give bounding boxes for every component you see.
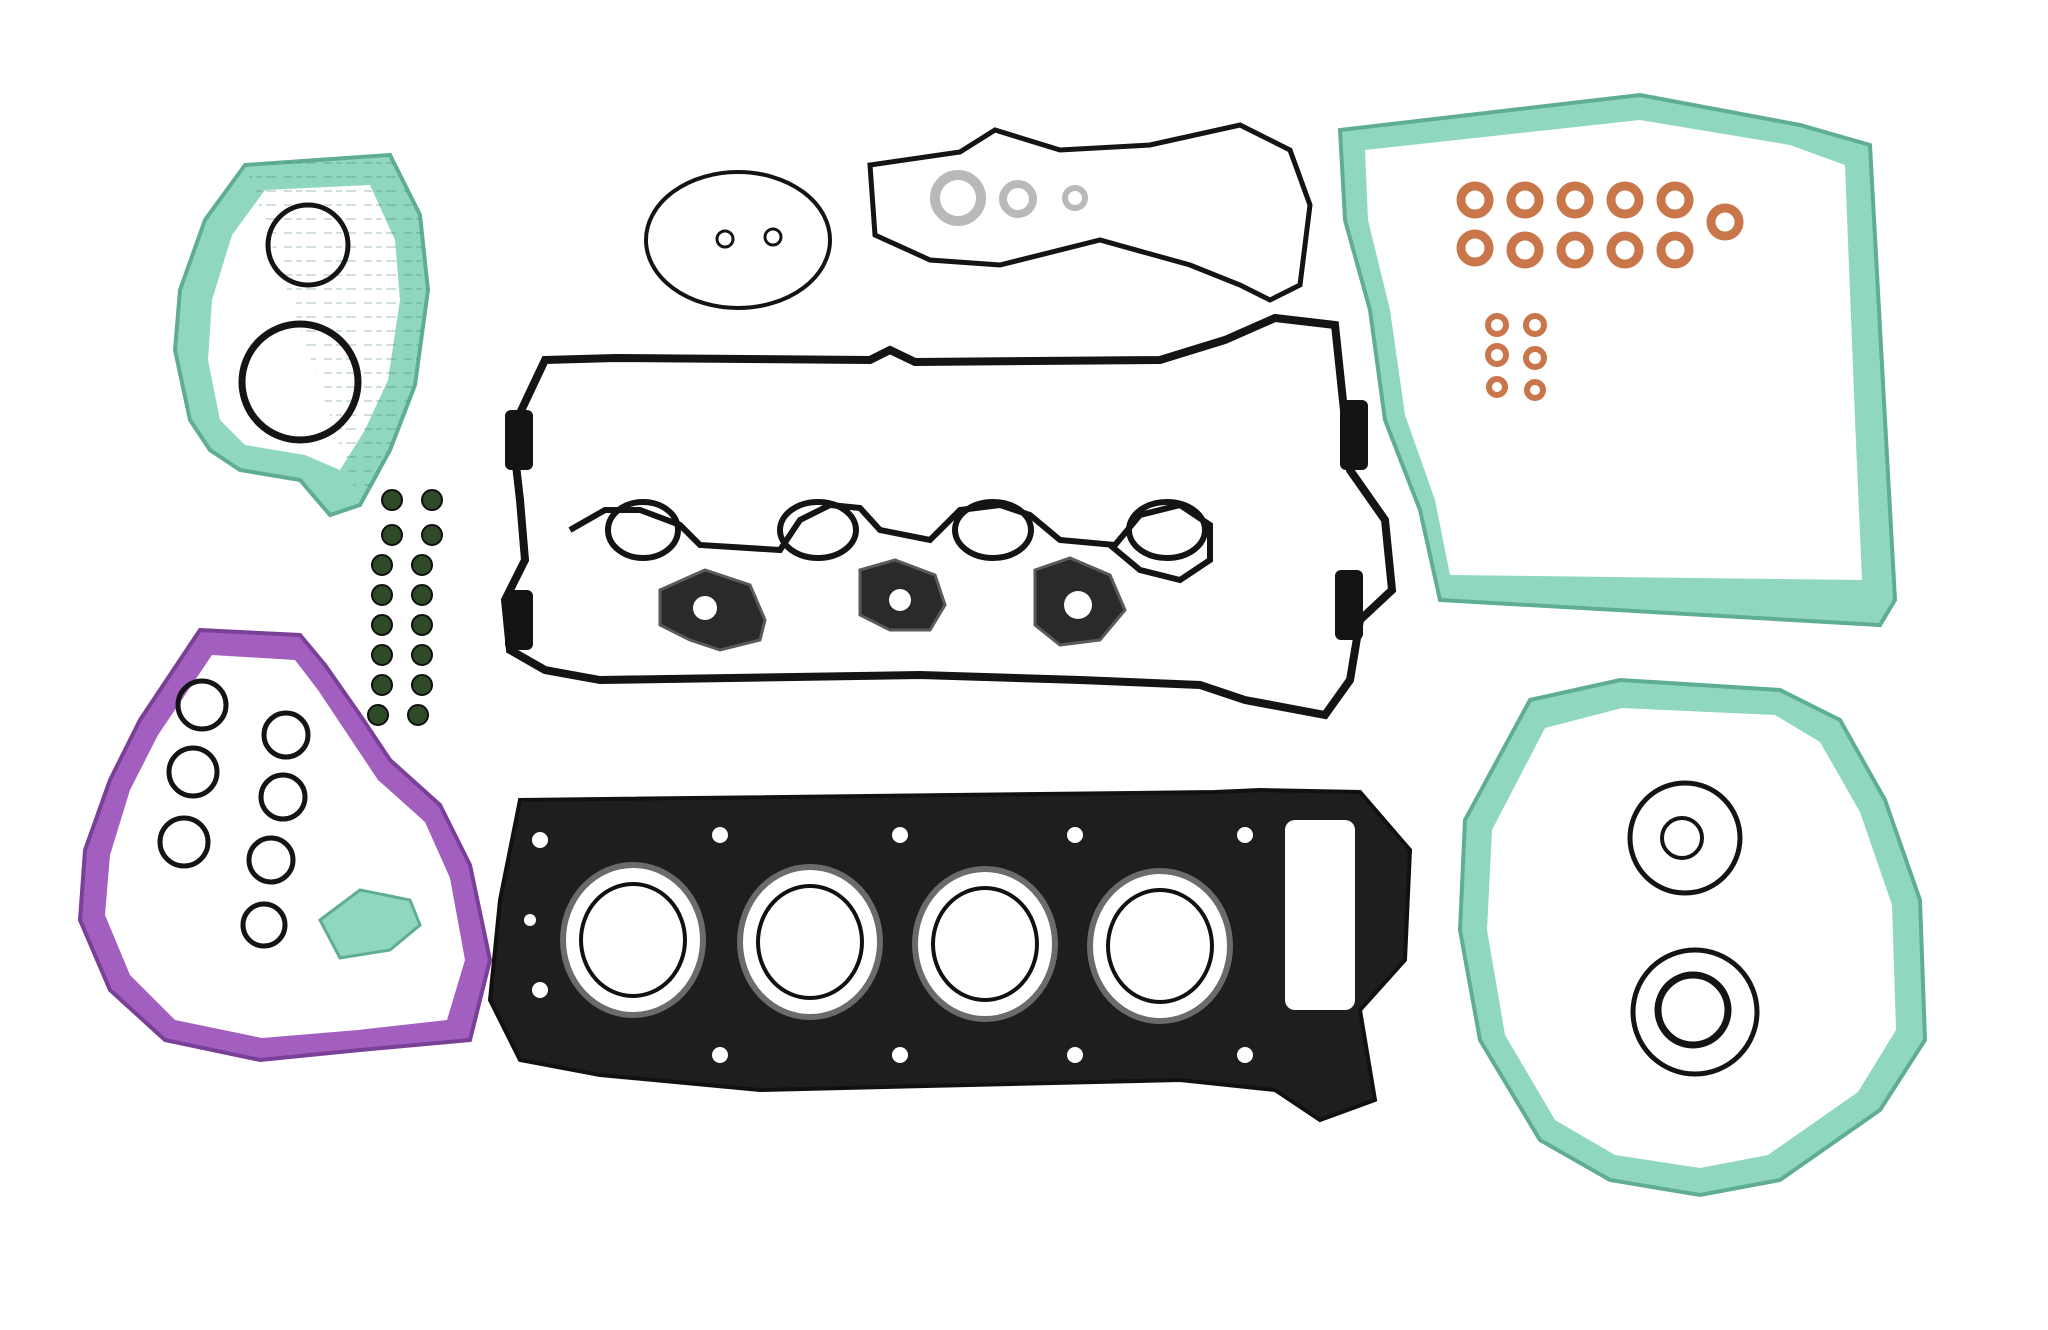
small-o-ring	[763, 227, 783, 247]
intake-gasket-set	[658, 556, 1127, 652]
copper-washer	[1656, 231, 1694, 269]
o-ring	[1660, 816, 1704, 860]
copper-washer-grid	[1456, 181, 1744, 269]
o-ring	[238, 320, 362, 444]
o-ring	[240, 901, 288, 949]
copper-washer	[1606, 231, 1644, 269]
copper-washer	[1556, 231, 1594, 269]
small-green-gasket	[318, 888, 422, 960]
o-ring	[166, 745, 220, 799]
round-cover-o-ring-set	[644, 170, 832, 310]
small-copper-washers	[1485, 313, 1547, 401]
copper-washer	[1456, 181, 1494, 219]
grommet	[1335, 570, 1363, 640]
left-purple-cover-gasket	[77, 627, 493, 1063]
bolt-holes	[524, 827, 1253, 1063]
o-ring	[644, 170, 832, 310]
copper-washer	[1456, 229, 1494, 267]
copper-washer	[1656, 181, 1694, 219]
plug-hole-seal	[1126, 499, 1208, 561]
o-ring	[265, 202, 351, 288]
valve-cover-outline	[500, 313, 1397, 720]
o-ring	[157, 815, 211, 869]
right-crankcase-gasket	[1337, 92, 1898, 628]
steel-washer	[930, 170, 986, 226]
bottom-right-cover-gasket	[1457, 677, 1928, 1198]
bottom-right-gasket-cutout	[1487, 708, 1896, 1168]
o-ring	[1630, 947, 1760, 1077]
copper-washer	[1556, 181, 1594, 219]
plug-hole-seal-row	[568, 501, 1213, 584]
cam-chain-opening	[1285, 820, 1355, 1010]
top-left-cover-gasket	[172, 152, 431, 518]
grommet	[505, 410, 533, 470]
copper-washer	[1506, 181, 1544, 219]
plug-hole-seal	[777, 499, 859, 561]
plug-cover-gasket	[867, 122, 1313, 303]
copper-washer	[1706, 203, 1744, 241]
o-ring	[261, 710, 311, 760]
o-ring	[1627, 780, 1743, 896]
copper-washer	[1506, 231, 1544, 269]
rubber-gasket-outline	[867, 122, 1313, 303]
grommet	[1340, 400, 1368, 470]
combustion-chamber-rings	[560, 862, 1233, 1024]
plug-hole-seal	[605, 499, 681, 561]
o-ring	[1654, 971, 1732, 1049]
plug-hole-seal	[952, 499, 1034, 561]
valve-stem-seals	[367, 489, 443, 726]
o-ring	[175, 678, 229, 732]
o-ring	[258, 772, 308, 822]
small-o-ring	[715, 229, 735, 249]
cylinder-head-gasket	[487, 787, 1413, 1123]
valve-cover-gasket	[500, 313, 1397, 720]
grommet	[505, 590, 533, 650]
o-ring	[246, 835, 296, 885]
steel-washer	[999, 180, 1037, 218]
copper-washer	[1606, 181, 1644, 219]
steel-washer	[1062, 185, 1088, 211]
